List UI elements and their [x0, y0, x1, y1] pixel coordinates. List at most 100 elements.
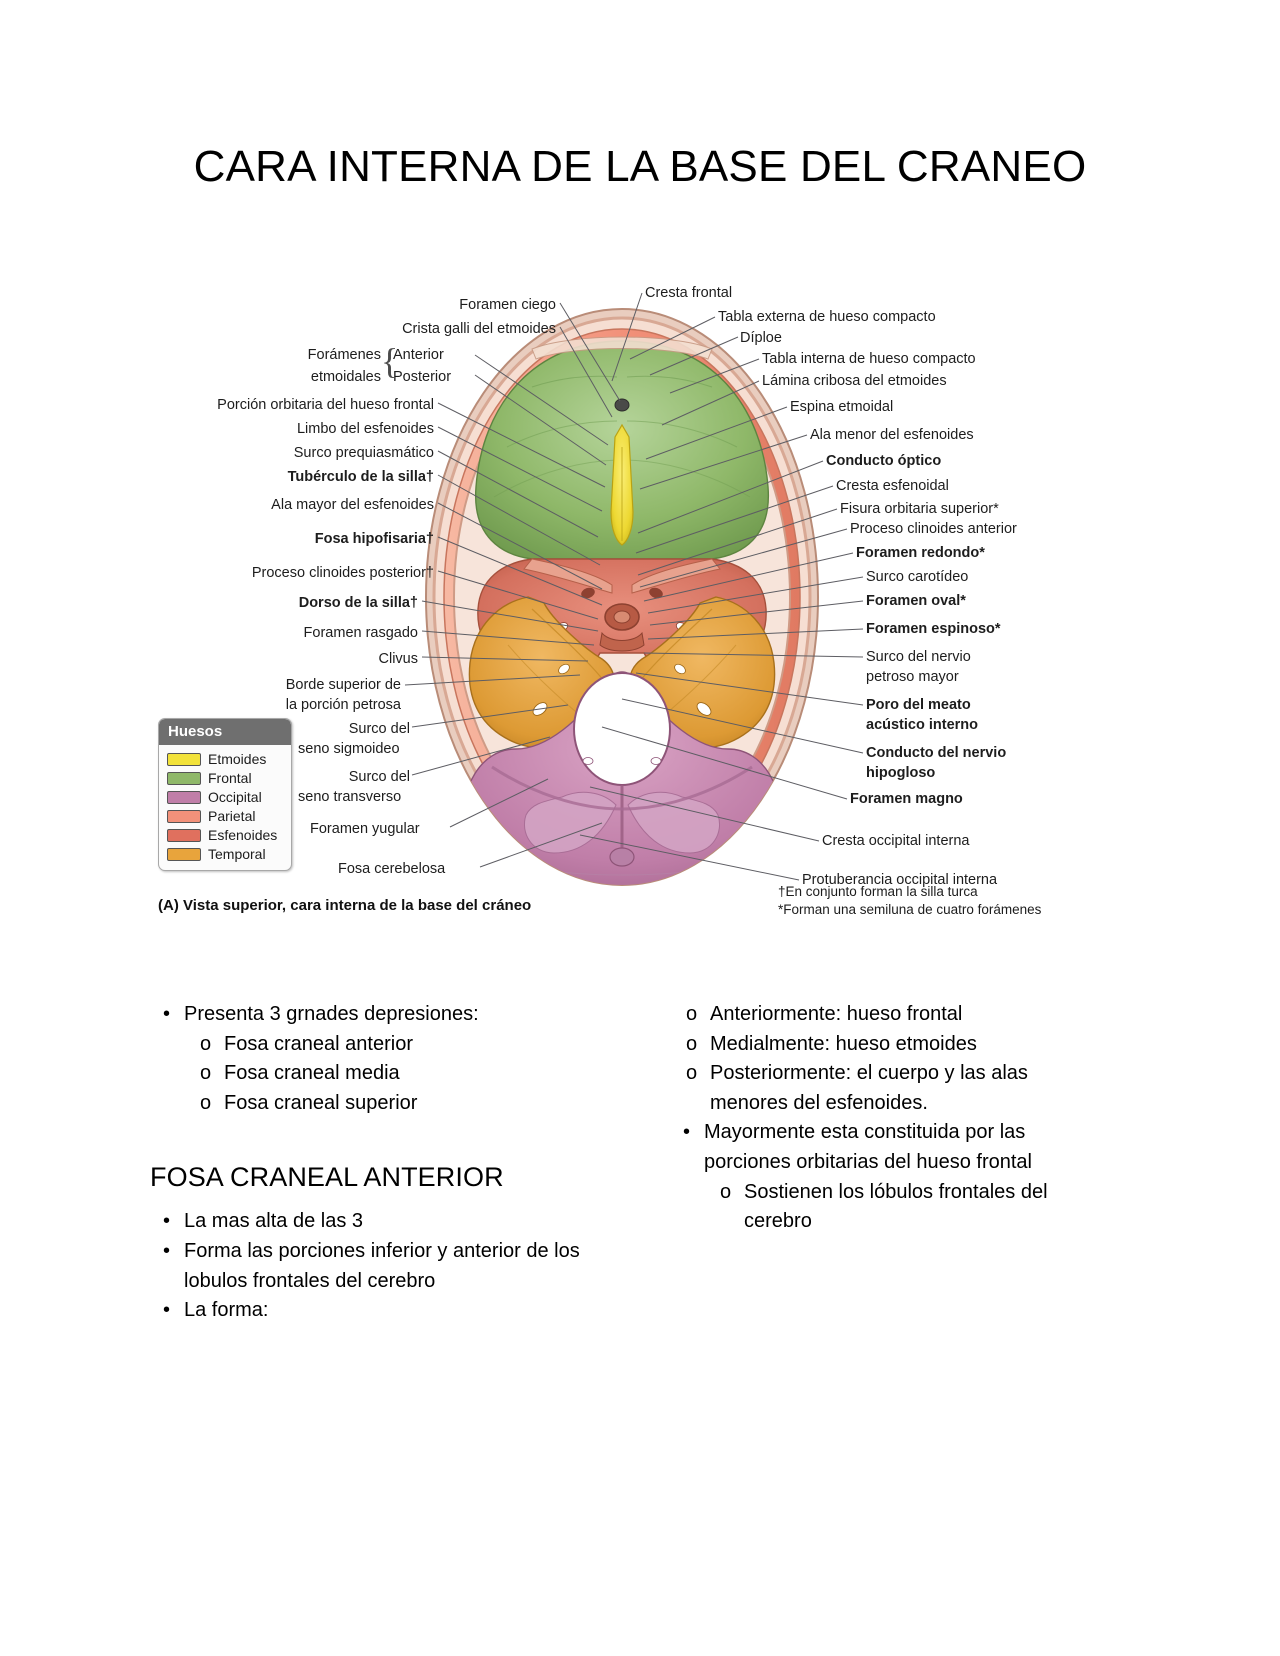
fig-label-foramen-magno: Foramen magno [850, 791, 963, 807]
list-item-fosa-craneal-anterior: o Fosa craneal anterior [184, 1030, 602, 1060]
right-column: o Anteriormente: hueso frontal o Medialm… [670, 1000, 1110, 1237]
bullet-marker: • [163, 1299, 171, 1322]
legend-label-temporal: Temporal [208, 846, 266, 862]
list-item-fosa-craneal-media: o Fosa craneal media [184, 1059, 602, 1089]
fig-label-surco-seno-transverso-l2: seno transverso [298, 789, 402, 805]
legend-label-esfenoides: Esfenoides [208, 827, 278, 843]
fig-label-surco-seno-sigmoideo-l1: Surco del [348, 721, 410, 737]
fig-label-etmoidales: etmoidales [310, 369, 381, 385]
bullet-marker: • [683, 1121, 691, 1144]
sub-bullet-marker: o [720, 1180, 732, 1203]
fig-label-dorso-silla: Dorso de la silla† [298, 595, 418, 611]
fig-label-protuberancia-occipital-interna: Protuberancia occipital interna [802, 872, 998, 888]
list-item-label: Anteriormente: hueso frontal [710, 1003, 963, 1025]
left-bullet-list-2: • La mas alta de las 3 • Forma las porci… [150, 1207, 602, 1325]
fig-label-surco-prequiasmatico: Surco prequiasmático [293, 445, 434, 461]
right-sublist-2: o Sostienen los lóbulos frontales del ce… [704, 1178, 1110, 1237]
list-item-presenta-depresiones: • Presenta 3 grnades depresiones: o Fosa… [150, 1000, 602, 1118]
footnote-dagger: †En conjunto forman la silla turca [778, 884, 978, 899]
fig-label-surco-seno-transverso-l1: Surco del [348, 769, 410, 785]
fig-label-porcion-orbitaria: Porción orbitaria del hueso frontal [217, 397, 434, 413]
legend-item-etmoides: Etmoides [167, 751, 283, 767]
body-columns: • Presenta 3 grnades depresiones: o Fosa… [150, 1000, 1130, 1420]
legend-item-temporal: Temporal [167, 846, 283, 862]
fig-label-surco-seno-sigmoideo-l2: seno sigmoideo [298, 741, 400, 757]
figure-caption: (A) Vista superior, cara interna de la b… [158, 897, 532, 914]
fig-label-foramen-oval: Foramen oval* [866, 593, 966, 609]
sub-bullet-marker: o [200, 1032, 212, 1055]
fig-label-espina-etmoidal: Espina etmoidal [790, 399, 894, 415]
bones-legend: Huesos Etmoides Frontal Occipital Pariet… [158, 718, 292, 871]
list-item-label: Mayormente esta constituida por las porc… [704, 1121, 1032, 1173]
figure-footnotes: †En conjunto forman la silla turca *Form… [778, 883, 1041, 919]
fig-label-conducto-nervio-hipogloso-l2: hipogloso [866, 765, 936, 781]
list-item-la-mas-alta: • La mas alta de las 3 [150, 1207, 602, 1237]
legend-swatch-etmoides [167, 752, 201, 766]
fig-label-foramenes: Forámenes [307, 347, 381, 363]
list-item-label: Posteriormente: el cuerpo y las alas men… [710, 1062, 1028, 1114]
fig-label-foramen-rasgado: Foramen rasgado [303, 625, 418, 641]
fig-label-limbo-esfenoides: Limbo del esfenoides [296, 421, 434, 437]
list-item-label: Fosa craneal superior [224, 1091, 418, 1114]
fig-label-tabla-interna: Tabla interna de hueso compacto [762, 351, 976, 367]
footnote-asterisk: *Forman una semiluna de cuatro forámenes [778, 902, 1042, 918]
list-item-label: Presenta 3 grnades depresiones: [184, 1003, 479, 1025]
list-item-forma-porciones: • Forma las porciones inferior y anterio… [150, 1237, 602, 1296]
fig-label-poro-meato-acustico-l1: Poro del meato [866, 697, 971, 713]
fig-label-borde-superior-petrosa-l2: la porción petrosa [285, 697, 401, 713]
legend-swatch-frontal [167, 771, 201, 785]
list-item-label: Fosa craneal media [224, 1062, 400, 1085]
fig-label-crista-galli: Crista galli del etmoides [402, 321, 556, 337]
bullet-marker: • [163, 1210, 171, 1233]
bullet-marker: • [163, 1003, 171, 1025]
page-title: CARA INTERNA DE LA BASE DEL CRANEO [193, 142, 1087, 191]
sub-bullet-marker: o [686, 1003, 698, 1025]
list-item-medialmente: o Medialmente: hueso etmoides [670, 1030, 1110, 1060]
fig-label-foramen-ciego: Foramen ciego [459, 297, 556, 313]
fig-label-cresta-frontal: Cresta frontal [645, 285, 733, 301]
right-bullet-list-1: • Mayormente esta constituida por las po… [670, 1118, 1110, 1236]
fig-label-anterior: Anterior [393, 347, 444, 363]
fig-label-foramen-yugular: Foramen yugular [310, 821, 420, 837]
legend-swatch-parietal [167, 809, 201, 823]
legend-item-parietal: Parietal [167, 808, 283, 824]
legend-label-etmoides: Etmoides [208, 751, 267, 767]
list-item-label: La forma: [184, 1299, 269, 1322]
list-item-label: Forma las porciones inferior y anterior … [184, 1239, 580, 1292]
list-item-sostienen-lobulos: o Sostienen los lóbulos frontales del ce… [704, 1178, 1110, 1237]
left-sublist-1: o Fosa craneal anterior o Fosa craneal m… [184, 1030, 602, 1119]
legend-label-frontal: Frontal [208, 770, 252, 786]
legend-item-occipital: Occipital [167, 789, 283, 805]
fig-label-clivus: Clivus [378, 651, 418, 667]
fig-label-tuberculo-silla: Tubérculo de la silla† [287, 469, 434, 485]
fig-label-proceso-clinoides-anterior: Proceso clinoides anterior [850, 521, 1017, 537]
list-item-label: Sostienen los lóbulos frontales del cere… [744, 1180, 1048, 1233]
legend-label-parietal: Parietal [208, 808, 256, 824]
legend-swatch-esfenoides [167, 828, 201, 842]
list-item-label: La mas alta de las 3 [184, 1210, 363, 1233]
list-item-label: Medialmente: hueso etmoides [710, 1032, 977, 1055]
fig-label-borde-superior-petrosa-l1: Borde superior de [285, 677, 401, 693]
left-column: • Presenta 3 grnades depresiones: o Fosa… [150, 1000, 602, 1326]
fig-label-foramen-redondo: Foramen redondo* [856, 545, 985, 561]
list-item-fosa-craneal-superior: o Fosa craneal superior [184, 1089, 602, 1119]
fig-label-fosa-hipofisaria: Fosa hipofisaria† [314, 531, 434, 547]
section-heading-fosa-craneal-anterior: FOSA CRANEAL ANTERIOR [150, 1162, 504, 1193]
fig-label-conducto-nervio-hipogloso-l1: Conducto del nervio [866, 745, 1007, 761]
legend-item-frontal: Frontal [167, 770, 283, 786]
fig-label-foramen-espinoso: Foramen espinoso* [866, 621, 1001, 637]
sub-bullet-marker: o [686, 1032, 698, 1055]
fig-label-surco-carotideo: Surco carotídeo [866, 569, 969, 585]
fig-label-tabla-externa: Tabla externa de hueso compacto [718, 309, 936, 325]
fig-label-surco-nervio-petroso-l1: Surco del nervio [866, 649, 971, 665]
brace-icon: { [381, 341, 399, 381]
fig-label-ala-menor-esfenoides: Ala menor del esfenoides [810, 427, 974, 443]
fig-label-fisura-orbitaria-superior: Fisura orbitaria superior* [840, 501, 999, 517]
fig-label-lamina-cribosa: Lámina cribosa del etmoides [762, 373, 947, 389]
fig-label-proceso-clinoides-posterior: Proceso clinoides posterior† [251, 565, 434, 581]
legend-item-esfenoides: Esfenoides [167, 827, 283, 843]
fig-label-ala-mayor-esfenoides: Ala mayor del esfenoides [271, 497, 434, 513]
fig-label-cresta-esfenoidal: Cresta esfenoidal [836, 478, 949, 494]
list-item-posteriormente: o Posteriormente: el cuerpo y las alas m… [670, 1059, 1110, 1118]
list-item-anteriormente: o Anteriormente: hueso frontal [670, 1000, 1110, 1030]
